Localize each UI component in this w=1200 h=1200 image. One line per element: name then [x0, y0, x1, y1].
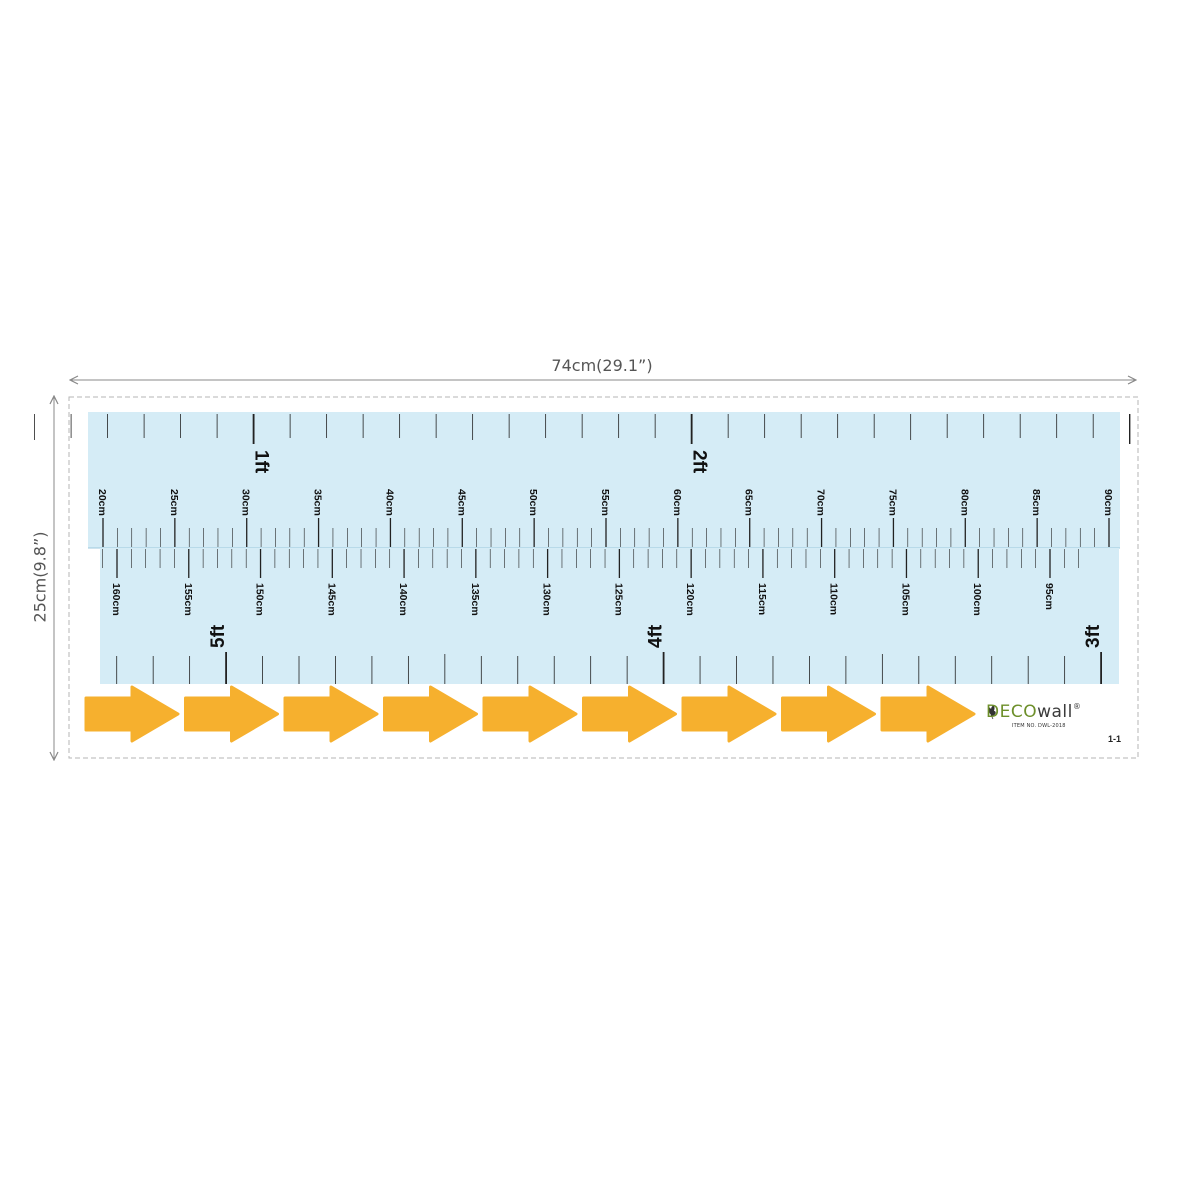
arrow-sticker-icon	[84, 685, 180, 743]
sheet-border	[68, 396, 1139, 759]
upper-ft-label-1: 1ft	[251, 450, 272, 474]
upper-strip-background	[88, 412, 1120, 548]
arrow-sticker-icon	[582, 685, 677, 743]
logo-text-wall: wall	[1037, 702, 1073, 722]
logo-text-deco: DECO	[986, 702, 1038, 722]
lower-strip-background	[100, 548, 1119, 684]
upper-ft-label-2: 2ft	[689, 450, 710, 474]
lower-cm-label: 130cm	[541, 583, 553, 616]
lower-cm-label: 120cm	[684, 583, 696, 616]
brand-logo: DECOwall® ITEM NO. DWL-2018	[986, 702, 1081, 729]
upper-cm-label: 70cm	[815, 489, 827, 516]
arrow-sticker-icon	[880, 685, 976, 743]
upper-cm-label: 85cm	[1030, 489, 1042, 516]
upper-ruler-strip: 1ft 2ft 20cm 25cm 30cm 35cm 40cm 45cm 50cm 55cm 60…	[34, 412, 1131, 549]
upper-cm-label: 50cm	[527, 489, 539, 516]
butterfly-icon	[987, 705, 996, 720]
lower-ruler-strip: 160cm 155cm 150cm 145cm 140cm 135cm 130cm 125cm…	[100, 548, 1119, 684]
arrow-sticker-icon	[383, 685, 478, 743]
lower-cm-label: 95cm	[1043, 583, 1055, 610]
upper-cm-label: 75cm	[886, 489, 898, 516]
lower-cm-label: 160cm	[110, 583, 122, 616]
registered-mark: ®	[1072, 702, 1082, 711]
upper-cm-label: 90cm	[1102, 489, 1114, 516]
width-dimension-label: 74cm(29.1”)	[551, 356, 653, 375]
lower-ft-label-3: 3ft	[1083, 624, 1104, 648]
arrow-sticker-icon	[482, 685, 578, 743]
upper-cm-label: 65cm	[743, 489, 755, 516]
lower-ft-label-2: 4ft	[646, 624, 667, 648]
upper-cm-label: 35cm	[312, 489, 324, 516]
lower-cm-label: 150cm	[254, 583, 266, 616]
lower-cm-label: 155cm	[182, 583, 194, 616]
arrow-sticker-icon	[681, 685, 777, 743]
upper-cm-label: 45cm	[455, 489, 467, 516]
sheet-code: 1-1	[1108, 734, 1122, 744]
item-number: ITEM NO. DWL-2018	[1012, 723, 1066, 729]
lower-cm-label: 105cm	[899, 583, 911, 616]
arrow-sticker-icon	[184, 685, 279, 743]
lower-cm-label: 140cm	[397, 583, 409, 616]
upper-cm-label: 55cm	[599, 489, 611, 516]
upper-cm-label: 80cm	[958, 489, 970, 516]
upper-cm-label: 40cm	[383, 489, 395, 516]
height-dimension-label: 25cm(9.8”)	[30, 531, 50, 623]
arrow-sticker-icon	[781, 685, 876, 743]
lower-cm-label: 125cm	[612, 583, 624, 616]
arrow-row	[84, 685, 976, 743]
lower-cm-label: 135cm	[469, 583, 481, 616]
upper-cm-label: 20cm	[96, 489, 108, 516]
lower-ft-label-1: 5ft	[208, 624, 229, 648]
upper-cm-label: 30cm	[240, 489, 252, 516]
upper-cm-label: 25cm	[168, 489, 180, 516]
upper-cm-label: 60cm	[671, 489, 683, 516]
lower-cm-label: 100cm	[971, 583, 983, 616]
lower-cm-label: 110cm	[828, 583, 840, 615]
arrow-sticker-icon	[283, 685, 379, 743]
lower-cm-label: 145cm	[325, 583, 337, 616]
lower-cm-label: 115cm	[756, 583, 768, 615]
